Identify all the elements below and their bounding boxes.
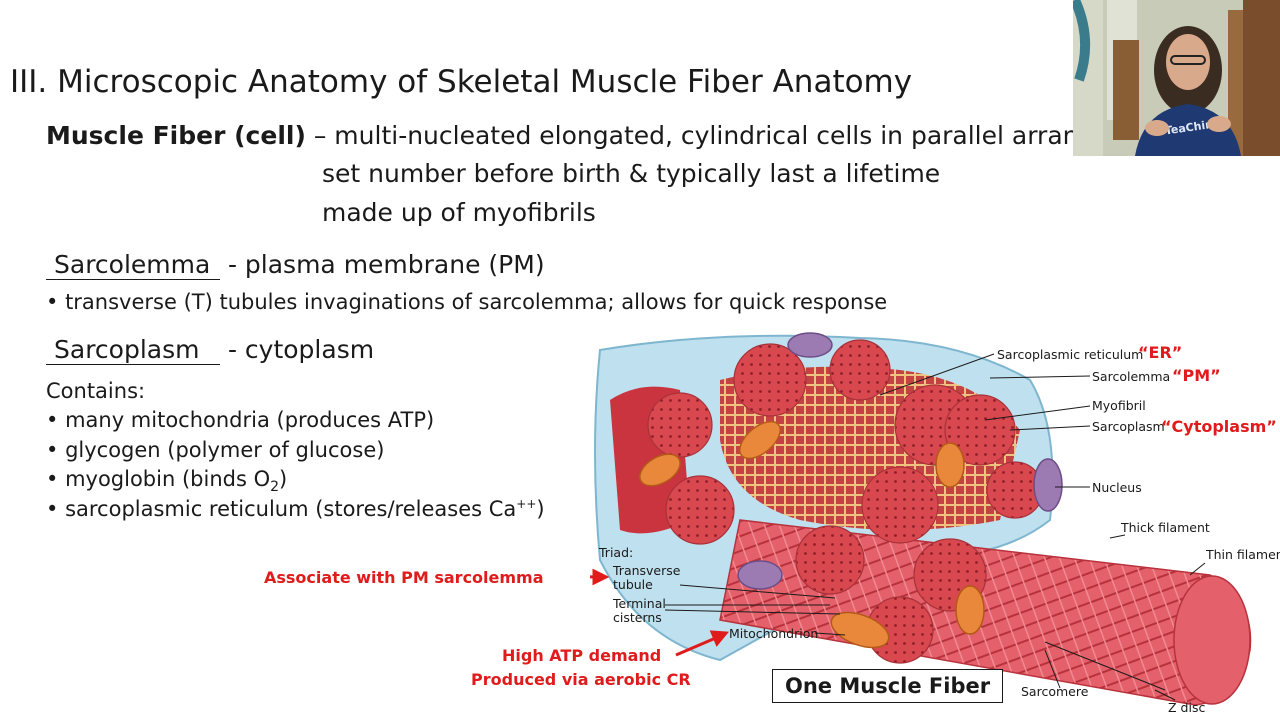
label-z-disc: Z disc (1168, 700, 1206, 715)
label-thin-filament: Thin filament (1206, 547, 1280, 562)
sarcolemma-blank: Sarcolemma (46, 250, 220, 280)
sarcoplasm-line: Sarcoplasm - cytoplasm (46, 335, 374, 365)
annotation-cytoplasm: “Cytoplasm” (1161, 417, 1277, 436)
sarcolemma-bullet-text: transverse (T) tubules invaginations of … (65, 290, 888, 314)
sarcoplasm-def: - cytoplasm (227, 335, 375, 364)
annotation-aerobic-cr: Produced via aerobic CR (471, 670, 691, 689)
label-sarcoplasmic-reticulum: Sarcoplasmic reticulum (997, 347, 1144, 362)
nuclei (737, 332, 1063, 590)
label-triad: Triad: (599, 545, 634, 560)
muscle-fiber-line2: set number before birth & typically last… (322, 159, 941, 188)
annotation-arrows (590, 568, 729, 657)
annotation-pm: “PM” (1172, 366, 1221, 385)
label-sarcomere: Sarcomere (1021, 684, 1089, 699)
label-sarcolemma: Sarcolemma (1092, 369, 1171, 384)
annotation-associate: Associate with PM sarcolemma (264, 568, 544, 587)
contains-item: • many mitochondria (produces ATP) (46, 408, 435, 432)
presenter-avatar: TeaChing (1073, 0, 1280, 156)
one-muscle-fiber-caption: One Muscle Fiber (772, 669, 1004, 703)
sarcoplasm-blank: Sarcoplasm (46, 335, 220, 365)
muscle-fiber-line: Muscle Fiber (cell) – multi-nucleated el… (46, 121, 1094, 150)
mitochondria (639, 420, 985, 649)
contains-item: • sarcoplasmic reticulum (stores/release… (46, 497, 545, 521)
annotation-er: “ER” (1138, 343, 1183, 362)
contains-item: • myoglobin (binds O2) (46, 467, 288, 496)
sarcolemma-bullet: • transverse (T) tubules invaginations o… (46, 290, 888, 314)
label-nucleus: Nucleus (1092, 480, 1142, 495)
annotation-high-atp: High ATP demand (502, 646, 662, 665)
myofibril-cross-sections (647, 339, 1044, 664)
presenter-webcam: TeaChing (1073, 0, 1280, 156)
sarcolemma-def: - plasma membrane (PM) (227, 250, 545, 279)
fiber-end (1173, 575, 1251, 705)
leader-lines (664, 353, 1206, 701)
muscle-fiber-line3: made up of myofibrils (322, 198, 596, 227)
muscle-fiber-illustration (590, 332, 1252, 706)
contains-heading: Contains: (46, 379, 146, 403)
label-mitochondrion: Mitochondrion (729, 626, 819, 641)
sarcolemma-line: Sarcolemma - plasma membrane (PM) (46, 250, 545, 280)
muscle-fiber-def: – multi-nucleated elongated, cylindrical… (305, 121, 1095, 150)
label-sarcoplasm: Sarcoplasm (1092, 419, 1165, 434)
label-thick-filament: Thick filament (1121, 520, 1210, 535)
muscle-fiber-term: Muscle Fiber (cell) (46, 121, 306, 150)
contains-item: • glycogen (polymer of glucose) (46, 438, 385, 462)
slide-title: III. Microscopic Anatomy of Skeletal Mus… (10, 64, 913, 100)
label-myofibril: Myofibril (1092, 398, 1146, 413)
